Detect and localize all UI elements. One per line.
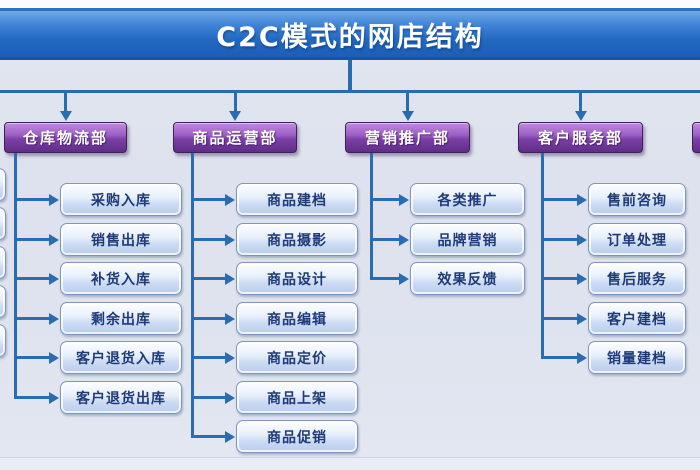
arrow-down-icon (229, 111, 241, 121)
branch-line (542, 277, 578, 280)
branch-line (542, 198, 578, 201)
branch-line (15, 198, 50, 201)
task-box: 商品促销 (236, 420, 358, 453)
branch-line (192, 435, 226, 438)
task-box: 客户建档 (588, 302, 686, 335)
bottom-margin-strip (0, 457, 700, 470)
cut-off-task-box-left (0, 324, 6, 357)
arrow-right-icon (577, 351, 587, 364)
trunk-vertical-line (348, 60, 352, 92)
trunk-branch-line (406, 93, 409, 111)
arrow-right-icon (225, 351, 235, 364)
arrow-right-icon (399, 233, 409, 246)
task-box: 商品定价 (236, 341, 358, 374)
arrow-right-icon (49, 391, 59, 404)
branch-line (192, 317, 226, 320)
task-box: 采购入库 (60, 183, 182, 216)
arrow-down-icon (574, 111, 587, 121)
trunk-horizontal-line (0, 90, 700, 93)
branch-line (192, 396, 226, 399)
branch-line (15, 238, 50, 241)
task-box: 商品建档 (236, 183, 358, 216)
trunk-branch-line (233, 93, 237, 111)
arrow-right-icon (577, 193, 587, 206)
trunk-branch-line (64, 93, 67, 111)
task-box: 客户退货出库 (60, 381, 182, 414)
arrow-right-icon (49, 193, 59, 206)
branch-line (15, 317, 50, 320)
task-box: 销量建档 (588, 341, 686, 374)
column-spine-line (540, 153, 544, 359)
arrow-right-icon (49, 272, 59, 285)
task-box: 各类推广 (410, 183, 525, 216)
arrow-right-icon (49, 351, 59, 364)
cut-off-task-box-left (0, 207, 6, 240)
department-header-1: 仓库物流部 (4, 122, 127, 153)
branch-line (192, 238, 226, 241)
task-box: 销售出库 (60, 223, 182, 256)
arrow-right-icon (49, 233, 59, 246)
column-spine-line (13, 153, 17, 399)
arrow-right-icon (577, 272, 587, 285)
arrow-right-icon (399, 272, 409, 285)
task-box: 商品编辑 (236, 302, 358, 335)
cut-off-task-box-left (0, 285, 6, 318)
branch-line (371, 277, 400, 280)
task-box: 售后服务 (588, 262, 686, 295)
arrow-right-icon (225, 430, 235, 443)
department-header-3: 营销推广部 (345, 122, 470, 153)
branch-line (542, 317, 578, 320)
task-box: 商品上架 (236, 381, 358, 414)
branch-line (542, 356, 578, 359)
top-margin-strip (0, 0, 700, 8)
arrow-right-icon (225, 391, 235, 404)
task-box: 商品设计 (236, 262, 358, 295)
branch-line (542, 238, 578, 241)
column-spine-line (190, 153, 194, 438)
title-banner: C2C模式的网店结构 (0, 8, 700, 60)
task-box: 商品摄影 (236, 223, 358, 256)
arrow-down-icon (401, 111, 414, 121)
column-spine-line (369, 153, 373, 280)
task-box: 售前咨询 (588, 183, 686, 216)
branch-line (15, 277, 50, 280)
arrow-right-icon (49, 312, 59, 325)
cut-off-task-box-left (0, 246, 6, 279)
arrow-right-icon (225, 193, 235, 206)
task-box: 客户退货入库 (60, 341, 182, 374)
cut-off-task-box-left (0, 168, 6, 201)
arrow-right-icon (577, 233, 587, 246)
arrow-right-icon (577, 312, 587, 325)
branch-line (192, 356, 226, 359)
task-box: 剩余出库 (60, 302, 182, 335)
branch-line (15, 356, 50, 359)
arrow-down-icon (59, 111, 72, 121)
arrow-right-icon (225, 312, 235, 325)
department-header-2: 商品运营部 (173, 122, 297, 153)
cut-off-department-header-right (692, 122, 700, 153)
task-box: 品牌营销 (410, 223, 525, 256)
branch-line (15, 396, 50, 399)
arrow-right-icon (225, 233, 235, 246)
branch-line (192, 198, 226, 201)
task-box: 效果反馈 (410, 262, 525, 295)
arrow-right-icon (399, 193, 409, 206)
task-box: 补货入库 (60, 262, 182, 295)
trunk-branch-line (579, 93, 582, 111)
branch-line (371, 238, 400, 241)
department-header-4: 客户服务部 (518, 122, 643, 153)
diagram-title: C2C模式的网店结构 (216, 21, 484, 53)
branch-line (371, 198, 400, 201)
branch-line (192, 277, 226, 280)
task-box: 订单处理 (588, 223, 686, 256)
arrow-right-icon (225, 272, 235, 285)
